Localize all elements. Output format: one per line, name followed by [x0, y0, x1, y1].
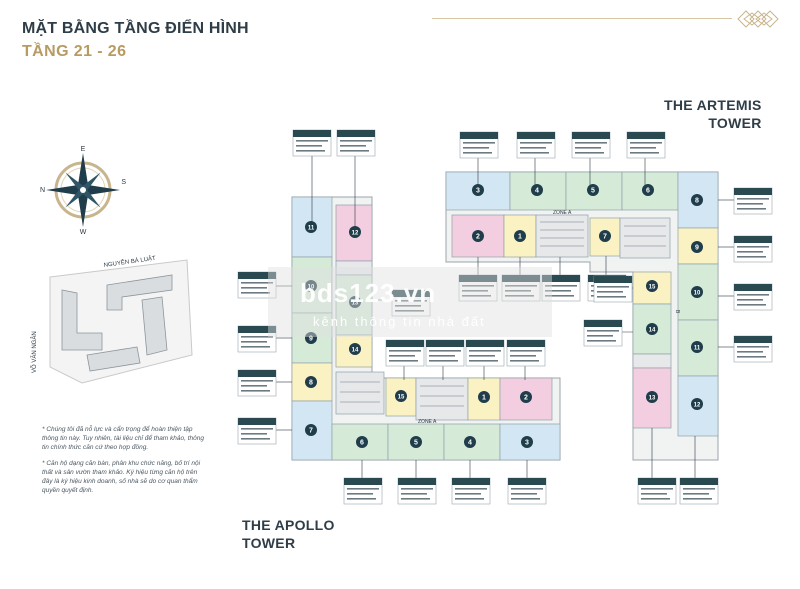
apollo-unit-2: 2 — [520, 391, 532, 403]
site-minimap: NGUYỄN BÁ LUẬT VÕ VĂN NGÂN — [31, 255, 193, 384]
apollo-unit-3: 3 — [521, 436, 533, 448]
page-title: MẶT BẰNG TẦNG ĐIỂN HÌNH — [22, 20, 249, 37]
svg-text:13: 13 — [352, 301, 359, 307]
svg-text:12: 12 — [352, 231, 359, 237]
artemis-unit-11: 11 — [691, 341, 703, 353]
artemis-unit-3: 3 — [472, 184, 484, 196]
artemis-unit-1: 1 — [514, 230, 526, 242]
svg-text:3: 3 — [525, 440, 529, 447]
artemis-unit-7: 7 — [599, 230, 611, 242]
compass-icon: E N S W — [40, 146, 126, 235]
svg-text:8: 8 — [695, 198, 699, 205]
apollo-unit-5: 5 — [410, 436, 422, 448]
apollo-zone-label: ZONE A — [418, 419, 437, 425]
compass-w-label: W — [80, 229, 87, 235]
artemis-unit-15: 15 — [646, 280, 658, 292]
svg-text:8: 8 — [309, 380, 313, 387]
apollo-unit-markers: 1 2 3 4 5 6 7 8 9 10 11 12 13 14 15 — [305, 221, 533, 448]
artemis-unit-8: 8 — [691, 194, 703, 206]
svg-text:4: 4 — [468, 440, 472, 447]
page-subtitle: TẦNG 21 - 26 — [22, 43, 127, 60]
svg-text:14: 14 — [352, 348, 359, 354]
svg-text:10: 10 — [694, 291, 701, 297]
artemis-label-line1: THE ARTEMIS — [664, 97, 762, 113]
artemis-unit-2: 2 — [472, 230, 484, 242]
compass-n-label: N — [40, 187, 45, 194]
svg-text:14: 14 — [649, 328, 656, 334]
artemis-unit-13: 13 — [646, 391, 658, 403]
artemis-zone-b-label: B — [674, 310, 680, 314]
apollo-unit-15: 15 — [395, 390, 407, 402]
compass-e-label: E — [81, 146, 86, 153]
artemis-unit-9: 9 — [691, 241, 703, 253]
svg-text:7: 7 — [309, 428, 313, 435]
svg-text:6: 6 — [360, 440, 364, 447]
apollo-unit-12: 12 — [349, 226, 361, 238]
svg-text:15: 15 — [398, 395, 405, 401]
disclaimer-notes: * Chúng tôi đã nỗ lực và cẩn trọng để ho… — [42, 425, 207, 502]
artemis-unit-5: 5 — [587, 184, 599, 196]
artemis-tower-label: THE ARTEMIS TOWER — [664, 96, 762, 132]
apollo-unit-11: 11 — [305, 221, 317, 233]
artemis-label-line2: TOWER — [708, 115, 762, 131]
apollo-unit-1: 1 — [478, 391, 490, 403]
apollo-unit-13: 13 — [349, 296, 361, 308]
apollo-unit-14: 14 — [349, 343, 361, 355]
svg-text:11: 11 — [308, 226, 315, 232]
svg-text:2: 2 — [524, 395, 528, 402]
svg-text:5: 5 — [414, 440, 418, 447]
note-2: * Căn hộ dạng căn bàn, phân khu chức năn… — [42, 460, 201, 494]
svg-text:1: 1 — [518, 234, 522, 241]
artemis-unit-markers: 1 2 3 4 5 6 7 8 9 10 11 12 13 14 15 — [472, 184, 703, 410]
apollo-tower-label: THE APOLLO TOWER — [242, 516, 335, 552]
artemis-unit-6: 6 — [642, 184, 654, 196]
svg-text:12: 12 — [694, 403, 701, 409]
apollo-unit-10: 10 — [305, 280, 317, 292]
apollo-label-line1: THE APOLLO — [242, 517, 335, 533]
svg-text:5: 5 — [591, 188, 595, 195]
compass-s-label: S — [121, 179, 126, 186]
artemis-unit-14: 14 — [646, 323, 658, 335]
watermark-sub: kênh thông tin nhà đất — [313, 314, 486, 329]
artemis-unit-10: 10 — [691, 286, 703, 298]
svg-text:4: 4 — [535, 188, 539, 195]
diamond-ornament-icon — [737, 10, 779, 28]
note-1: * Chúng tôi đã nỗ lực và cẩn trọng để ho… — [42, 426, 205, 451]
watermark-main: bds123.vn — [300, 278, 437, 308]
svg-text:2: 2 — [476, 234, 480, 241]
apollo-unit-7: 7 — [305, 424, 317, 436]
svg-text:10: 10 — [308, 285, 315, 291]
apollo-label-line2: TOWER — [242, 535, 296, 551]
artemis-unit-4: 4 — [531, 184, 543, 196]
svg-text:3: 3 — [476, 188, 480, 195]
svg-text:9: 9 — [309, 336, 313, 343]
artemis-unit-12: 12 — [691, 398, 703, 410]
apollo-unit-9: 9 — [305, 332, 317, 344]
header-divider — [432, 18, 732, 19]
svg-text:13: 13 — [649, 396, 656, 402]
apollo-unit-8: 8 — [305, 376, 317, 388]
watermark-box — [268, 267, 552, 337]
street-left-label: VÕ VĂN NGÂN — [31, 331, 38, 373]
svg-text:15: 15 — [649, 285, 656, 291]
svg-text:9: 9 — [695, 245, 699, 252]
svg-text:1: 1 — [482, 395, 486, 402]
apollo-unit-6: 6 — [356, 436, 368, 448]
svg-text:7: 7 — [603, 234, 607, 241]
apollo-unit-4: 4 — [464, 436, 476, 448]
svg-text:6: 6 — [646, 188, 650, 195]
artemis-zone-label: ZONE A — [553, 210, 572, 216]
svg-text:11: 11 — [694, 346, 701, 352]
